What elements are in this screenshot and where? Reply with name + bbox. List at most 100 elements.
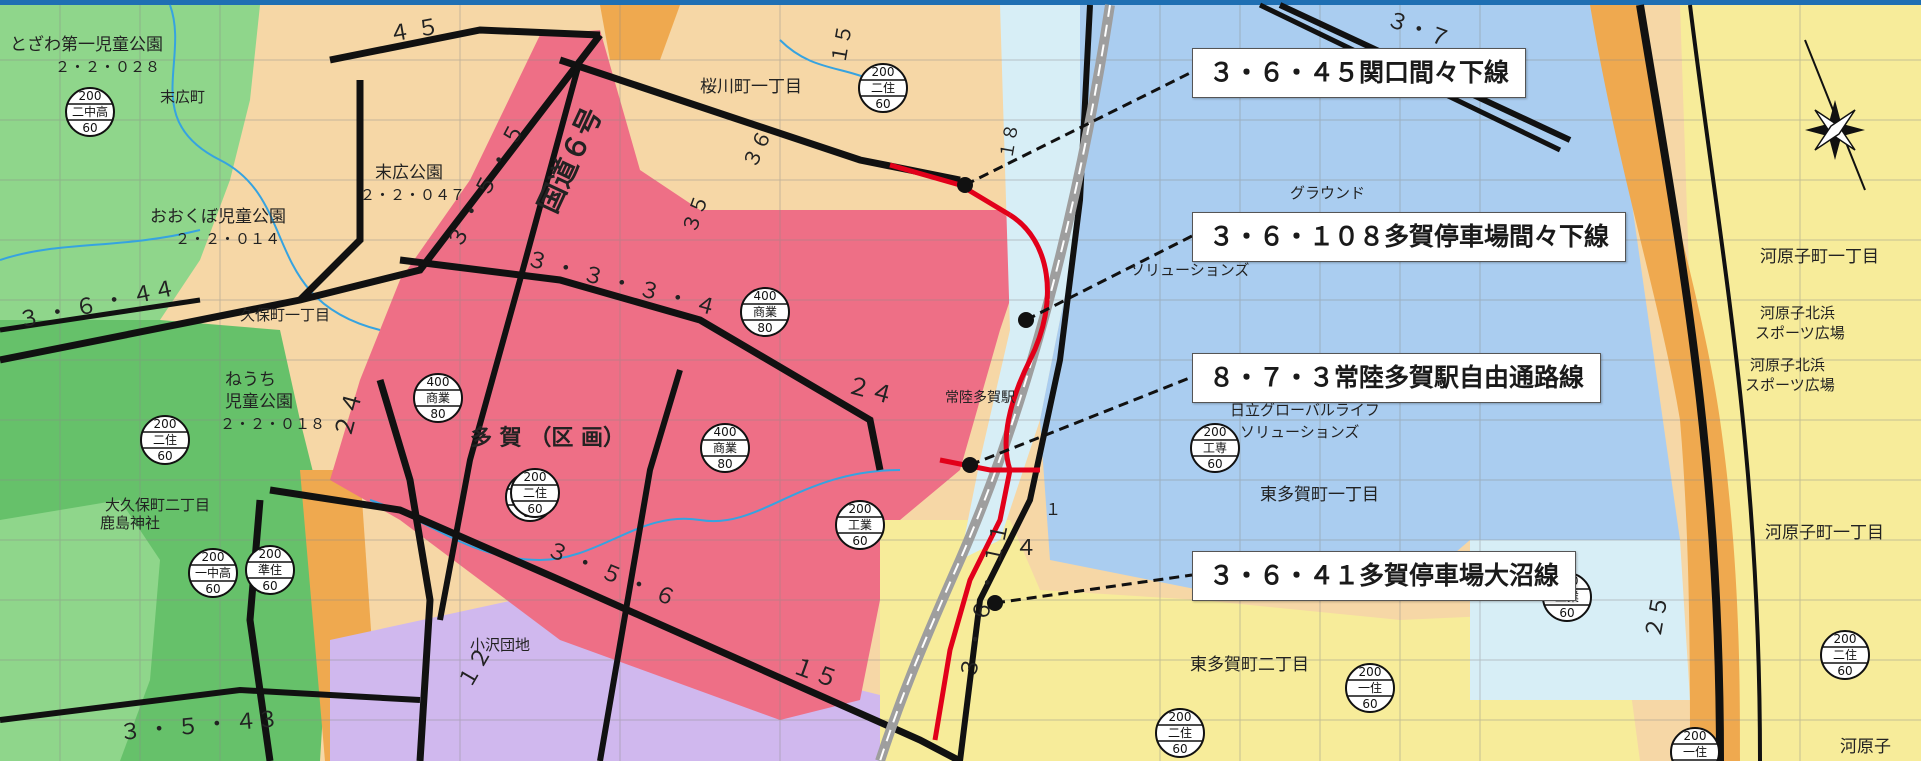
ozawa-danchi-label: 小沢団地 <box>470 636 530 654</box>
zone-badge-circle <box>1190 423 1240 473</box>
zone-badge-circle <box>510 468 560 518</box>
callout-dot-4 <box>987 595 1003 611</box>
zone-badge-text: 60 <box>1362 697 1377 711</box>
park-okubo-label: おおくぼ児童公園 <box>150 207 286 227</box>
north-arrow-icon <box>1804 39 1866 191</box>
zone-badge-text: 二住 <box>153 433 177 447</box>
zone-lightgreen-southwest <box>0 500 160 761</box>
kawarago-kitahama-label: 河原子北浜 <box>1760 304 1835 322</box>
ground-label: グラウンド <box>1290 184 1365 202</box>
zone-industrial-strip <box>960 5 1080 560</box>
zone-badge-text: 80 <box>757 321 772 335</box>
zone-badge-text: 工専 <box>1203 441 1227 455</box>
zone-badge-text: 60 <box>157 449 172 463</box>
zone-badge-text: 200 <box>1684 729 1707 743</box>
callout-8-7-3: ８・７・３常陸多賀駅自由通路線 <box>1192 353 1602 403</box>
solutions2-label: ソリューションズ <box>1240 423 1359 441</box>
zone-badge-circle <box>700 423 750 473</box>
zone-badge-circle <box>835 500 885 550</box>
road-4-label: ４ <box>1015 536 1037 561</box>
callout-3-6-41: ３・６・４１多賀停車場大沼線 <box>1192 551 1577 601</box>
sakuragawa-label: 桜川町一丁目 <box>700 77 802 97</box>
zone-badge-text: 400 <box>427 375 450 389</box>
route-3-6-41 <box>932 469 1013 741</box>
zone-badge-circle <box>740 287 790 337</box>
zone-badge-text: 一中高 <box>195 565 231 580</box>
route-3-6-108 <box>1003 212 1050 471</box>
kawarago-3-label: 河原子 <box>1840 737 1891 757</box>
zone-badge-text: 60 <box>82 121 97 135</box>
zone-badge-text: 一住 <box>1358 681 1382 695</box>
zone-badge-circle <box>65 87 115 137</box>
zone-badge-text: 60 <box>1207 457 1222 471</box>
zone-badge-text: 60 <box>1559 606 1574 620</box>
zone-badge-text: 80 <box>717 457 732 471</box>
zone-badge-text: 商業 <box>426 390 450 405</box>
zone-yellow-east <box>1680 5 1921 761</box>
zone-badge-text: 二住 <box>1833 648 1857 662</box>
park-tozawa-label: とざわ第一児童公園 <box>10 34 163 55</box>
zone-badge-text: 二住 <box>1168 726 1192 740</box>
zone-badge-circle <box>1155 708 1205 758</box>
kawarago-kitahama-label-2: 河原子北浜 <box>1750 356 1825 374</box>
callout-dot-1 <box>957 177 973 193</box>
railway-line-inner <box>879 4 1111 761</box>
zone-badge-text: 200 <box>849 502 872 516</box>
zone-orange-north <box>600 5 680 60</box>
zone-green-northwest <box>0 5 260 320</box>
zone-badge-text: 一住 <box>1683 745 1707 759</box>
zone-badge-circle <box>245 545 295 595</box>
zone-badge-text: 工業 <box>848 518 872 532</box>
route-8-7-3 <box>939 457 1040 473</box>
kawarago-1-label: 河原子町一丁目 <box>1760 247 1879 267</box>
okubo-cho-label: 大久保町二丁目 <box>105 496 210 514</box>
park-neuchi-code: ２・２・０１８ <box>220 415 325 433</box>
park-okubo-code: ２・２・０１４ <box>175 230 280 248</box>
zone-badge-text: 60 <box>262 579 277 593</box>
zone-badge-text: 200 <box>872 65 895 79</box>
zone-badge-circle <box>188 548 238 598</box>
callout-3-6-108-text: ３・６・１０８多賀停車場間々下線 <box>1209 222 1610 251</box>
zone-badge-text: 60 <box>875 97 890 111</box>
zone-badge-text: 二住 <box>523 486 547 500</box>
zone-badge-text: 商業 <box>713 440 737 455</box>
title-bar-strip <box>0 0 1921 5</box>
zone-badge-text: 200 <box>259 547 282 561</box>
callout-3-6-45: ３・６・４５関口間々下線 <box>1192 48 1527 98</box>
zone-badge-b16: 200 二住 60 <box>1820 630 1870 680</box>
zone-badge-text: 200 <box>1834 632 1857 646</box>
zone-badge-circle <box>413 373 463 423</box>
major-roads <box>0 2 1762 761</box>
park-tozawa-code: ２・２・０２８ <box>55 58 160 76</box>
park-suehiro-code: ２・２・０４７ <box>360 186 465 204</box>
zone-badge-text: 200 <box>154 417 177 431</box>
park-suehiro-label: 末広公園 <box>375 163 443 183</box>
park-neuchi-label-2: 児童公園 <box>225 392 293 412</box>
zone-badge-text: 200 <box>202 550 225 564</box>
zone-badge-text: 200 <box>79 89 102 103</box>
zone-badge-text: 400 <box>754 289 777 303</box>
zone-badge-text: 商業 <box>753 304 777 319</box>
callout-3-6-108: ３・６・１０８多賀停車場間々下線 <box>1192 212 1627 262</box>
road-1-label: １ <box>1045 500 1061 519</box>
solutions-label: ソリューションズ <box>1130 261 1249 279</box>
sports-hiroba-label: スポーツ広場 <box>1755 324 1845 342</box>
zone-badge-text: 200 <box>1169 710 1192 724</box>
station-label: 常陸多賀駅 <box>945 389 1015 406</box>
zone-badge-text: 60 <box>1837 664 1852 678</box>
zone-badge-circle <box>858 63 908 113</box>
park-neuchi-label: ねうち <box>225 370 276 390</box>
hitachi-global-label: 日立グローバルライフ <box>1230 401 1380 419</box>
